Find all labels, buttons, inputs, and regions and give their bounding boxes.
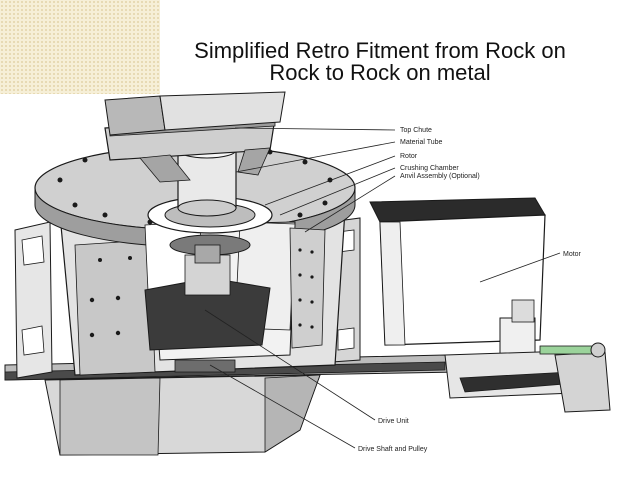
discharge-hopper xyxy=(44,374,321,456)
label-drive-shaft: Drive Shaft and Pulley xyxy=(358,446,428,453)
title-line-1: Simplified Retro Fitment from Rock on xyxy=(194,38,566,63)
label-crushing-chamber: Crushing Chamber xyxy=(400,165,459,172)
leader-lines xyxy=(204,127,561,449)
corner-texture xyxy=(0,0,160,94)
label-rotor: Rotor xyxy=(400,153,418,160)
slide-title: Simplified Retro Fitment from Rock on Ro… xyxy=(150,40,610,84)
label-drive-unit: Drive Unit xyxy=(378,418,409,425)
label-motor: Motor xyxy=(563,251,582,258)
motor xyxy=(369,197,546,359)
top-chute xyxy=(104,91,286,183)
label-top-chute: Top Chute xyxy=(400,127,432,134)
label-anvil-assembly: Anvil Assembly (Optional) xyxy=(400,173,480,180)
label-material-tube: Material Tube xyxy=(400,139,443,146)
callout-labels: Top Chute Material Tube Rotor Crushing C… xyxy=(358,127,582,453)
motor-base xyxy=(444,342,611,413)
title-line-2: Rock to Rock on metal xyxy=(269,60,491,85)
